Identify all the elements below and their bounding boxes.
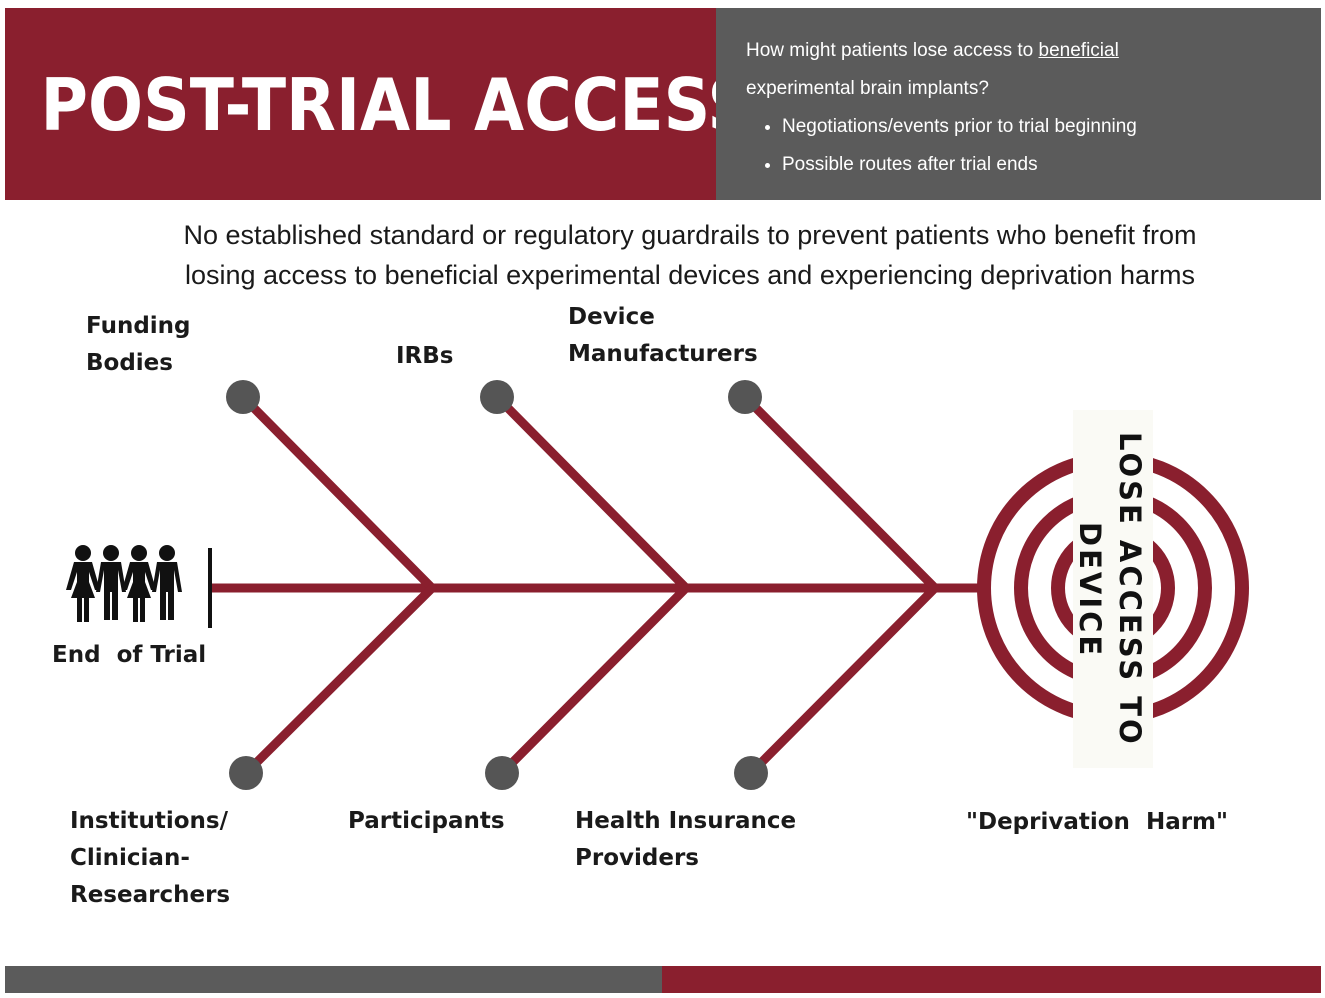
people-group-icon <box>66 545 182 622</box>
bone-health-insurance <box>746 583 940 778</box>
label-device-manufacturers: Device Manufacturers <box>568 304 758 367</box>
label-health-insurance: Health Insurance Providers <box>575 808 797 871</box>
node-institutions <box>229 756 263 790</box>
node-irbs <box>480 380 514 414</box>
question-part1: How might patients lose access to <box>746 40 1039 61</box>
node-device-manufacturers <box>728 380 762 414</box>
node-health-insurance <box>734 756 768 790</box>
label-deprivation-harm: "Deprivation Harm" <box>966 809 1229 835</box>
bone-irbs <box>492 392 691 593</box>
title-banner: POST-TRIAL ACCESS <box>5 8 755 200</box>
bullet-item: Possible routes after trial ends <box>782 146 1137 184</box>
subtitle-line1: No established standard or regulatory gu… <box>183 220 1197 250</box>
page-title: POST-TRIAL ACCESS <box>40 63 755 147</box>
outcome-line2: DEVICE <box>1073 522 1107 659</box>
question-text: How might patients lose access to benefi… <box>746 32 1306 108</box>
question-part2: experimental brain implants? <box>746 78 989 99</box>
question-bullets: Negotiations/events prior to trial begin… <box>760 108 1137 184</box>
node-participants <box>485 756 519 790</box>
subtitle: No established standard or regulatory gu… <box>60 215 1320 295</box>
question-panel: How might patients lose access to benefi… <box>716 8 1321 200</box>
bone-funding-bodies <box>238 392 437 593</box>
label-end-of-trial: End of Trial <box>52 642 207 668</box>
footer-bar-gray <box>5 966 662 993</box>
outcome-line1: LOSE ACCESS TO <box>1113 432 1147 747</box>
bullet-item: Negotiations/events prior to trial begin… <box>782 108 1137 146</box>
label-irbs: IRBs <box>396 343 454 369</box>
bone-institutions <box>241 583 437 778</box>
label-funding-bodies: Funding Bodies <box>86 313 191 376</box>
outcome-box <box>1073 410 1153 768</box>
footer-bar-red <box>662 966 1321 993</box>
label-participants: Participants <box>348 808 505 834</box>
bone-device-manufacturers <box>740 392 940 593</box>
bone-participants <box>497 583 691 778</box>
question-underlined: beneficial <box>1038 40 1119 61</box>
subtitle-line2: losing access to beneficial experimental… <box>184 260 1196 290</box>
label-institutions: Institutions/ Clinician- Researchers <box>70 808 231 908</box>
node-funding-bodies <box>226 380 260 414</box>
